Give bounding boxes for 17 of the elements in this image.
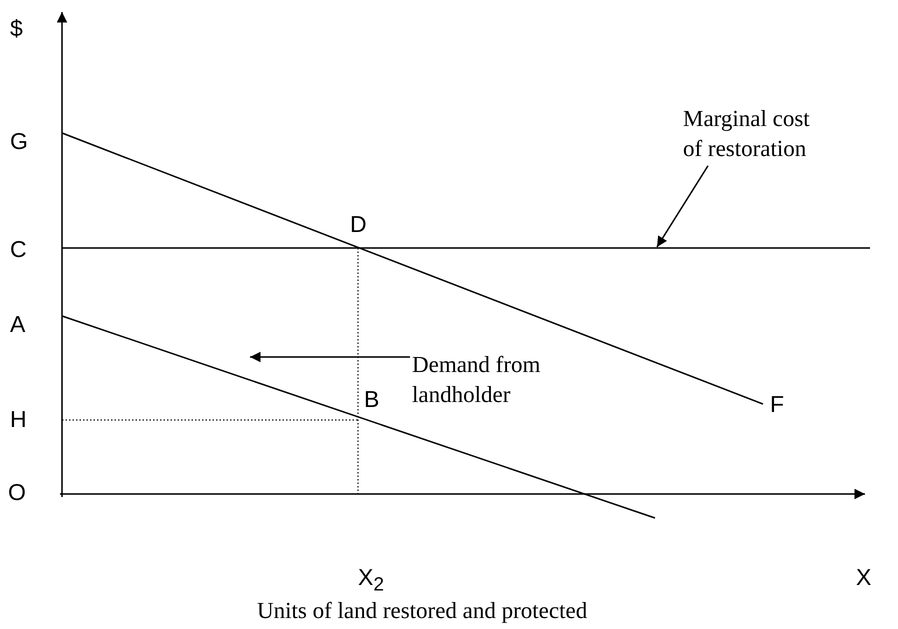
axis-label: $ bbox=[10, 14, 23, 43]
annotation-text: Demand from landholder bbox=[412, 350, 572, 410]
point-label: B bbox=[364, 385, 380, 414]
point-label: A bbox=[10, 310, 26, 339]
point-label: O bbox=[8, 478, 26, 507]
horizontal-line bbox=[62, 247, 870, 249]
axis-tick-label: X$_{2}$ bbox=[358, 563, 384, 598]
leader-arrow bbox=[656, 165, 709, 248]
axis-title: Units of land restored and protected bbox=[257, 597, 588, 625]
point-label: G bbox=[10, 127, 28, 156]
point-label: F bbox=[770, 390, 784, 419]
point-label: H bbox=[10, 405, 27, 434]
axis-tick-label: X bbox=[856, 563, 872, 592]
leader-arrow bbox=[250, 352, 410, 362]
annotation-text: Marginal cost of restoration bbox=[683, 104, 828, 164]
point-label: C bbox=[10, 235, 27, 264]
point-label: D bbox=[350, 210, 367, 239]
